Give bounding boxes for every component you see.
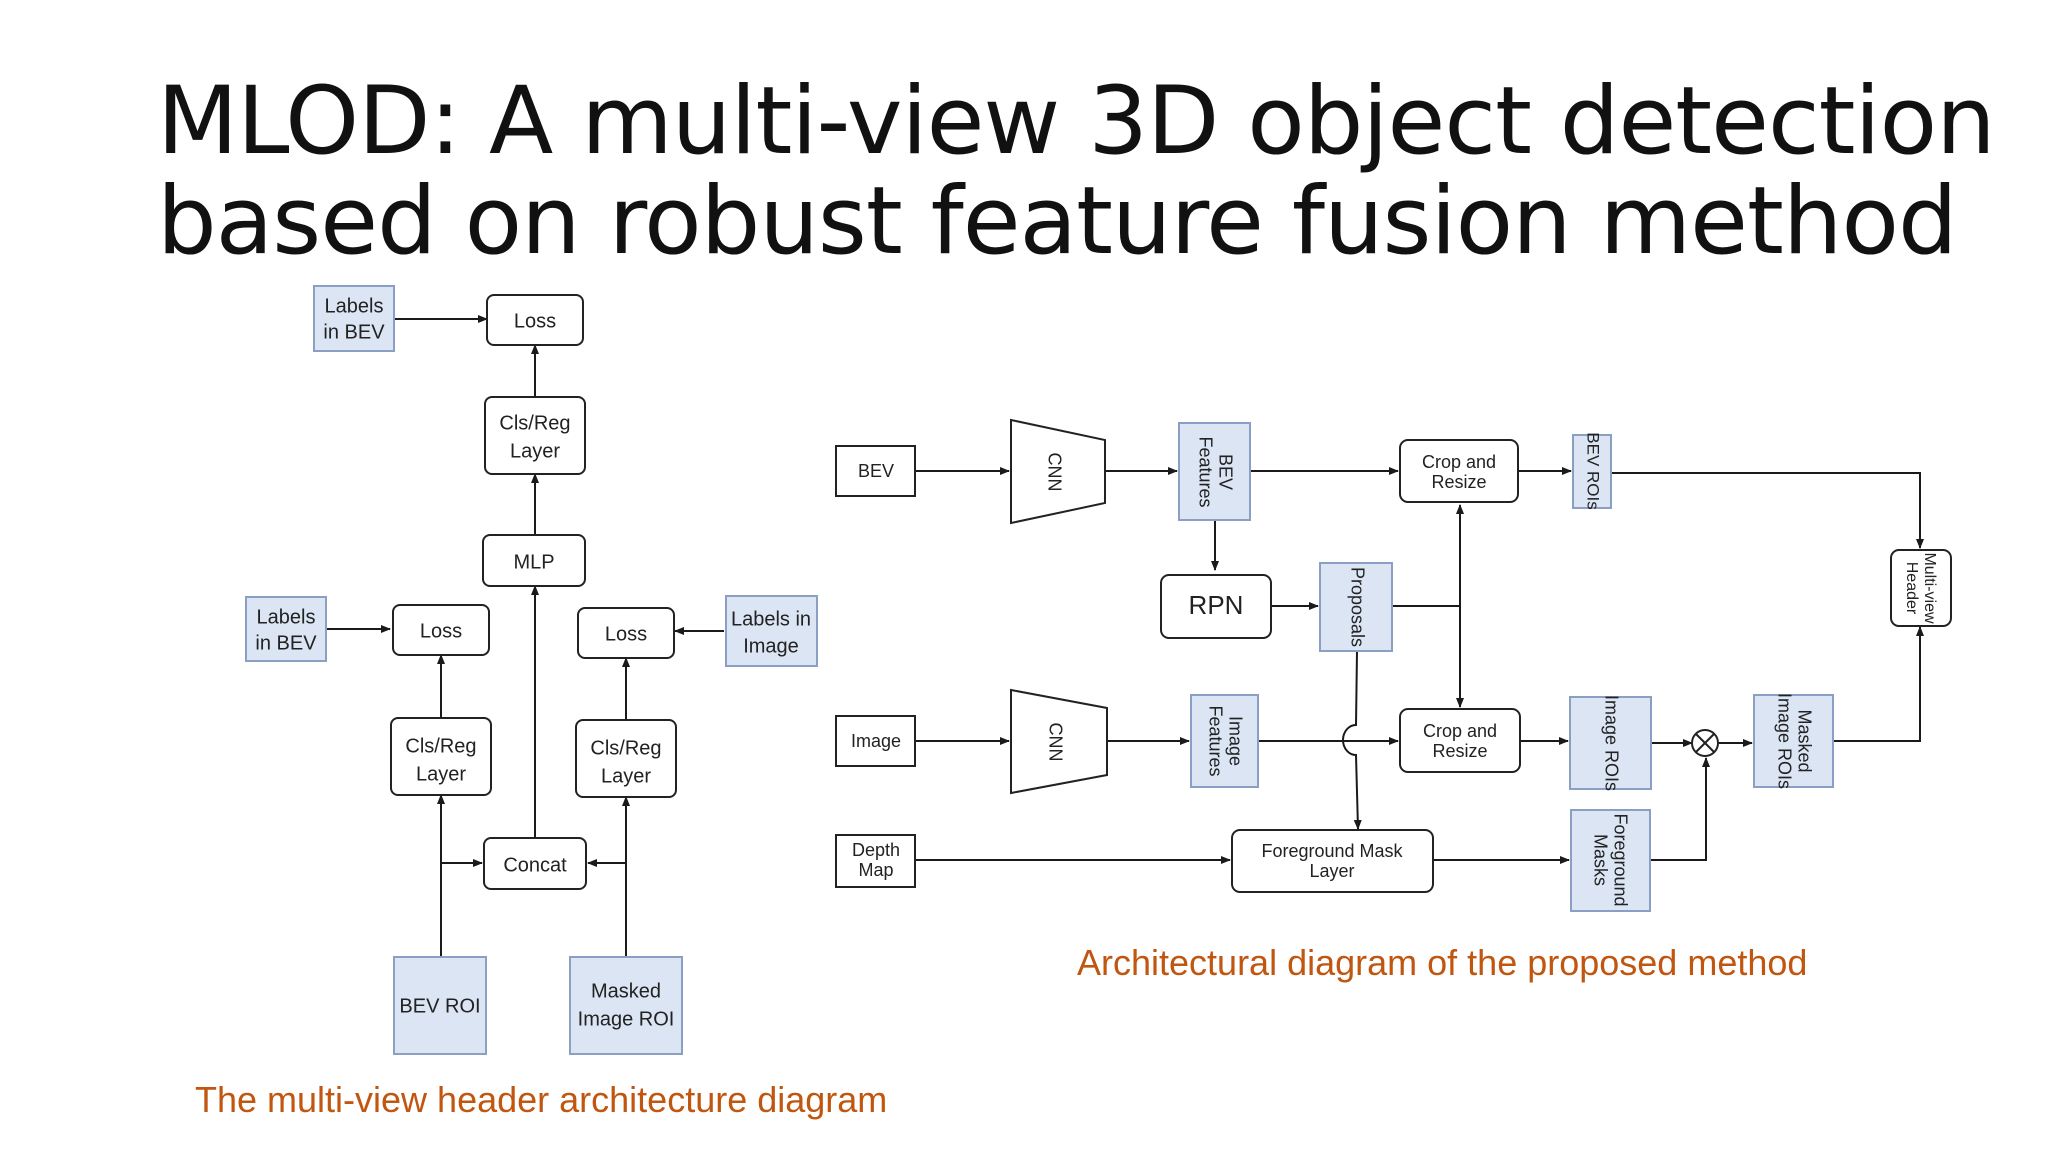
- node-clsreg-top-label-2: Layer: [510, 440, 560, 462]
- multiply-operator-icon: [1691, 729, 1719, 757]
- node-loss-left: Loss: [392, 604, 490, 656]
- node-depth-map-label-2: Map: [858, 860, 893, 880]
- node-cnn-bottom-label: CNN: [1045, 723, 1065, 762]
- node-masked-image-rois-label-1: Masked: [1794, 709, 1814, 772]
- proposed-method-diagram: BEV Image Depth Map CNN CNN BEV Features: [835, 418, 1952, 912]
- node-clsreg-left-label-1: Cls/Reg: [405, 735, 476, 757]
- node-foreground-mask-layer-label-2: Layer: [1309, 861, 1354, 881]
- node-masked-image-roi-label-2: Image ROI: [578, 1008, 675, 1030]
- node-crop-resize-bottom: Crop and Resize: [1399, 708, 1521, 773]
- edge-bev-rois-to-header: [1611, 472, 1924, 549]
- node-masked-image-roi-label-1: Masked: [591, 980, 661, 1002]
- left-diagram-caption: The multi-view header architecture diagr…: [195, 1079, 888, 1120]
- node-loss-right: Loss: [577, 607, 675, 659]
- node-masked-image-roi: Masked Image ROI: [569, 956, 683, 1055]
- node-foreground-masks-label-1: Foreground: [1610, 813, 1630, 906]
- node-depth-map-input: Depth Map: [835, 834, 916, 888]
- node-clsreg-right-label-1: Cls/Reg: [590, 737, 661, 759]
- node-clsreg-right-label-2: Layer: [601, 765, 651, 787]
- node-crop-resize-top-label-2: Resize: [1431, 472, 1486, 492]
- right-diagram-caption: Architectural diagram of the proposed me…: [1077, 942, 1808, 983]
- node-labels-bev-left: Labels in BEV: [245, 596, 327, 662]
- node-clsreg-right: Cls/Reg Layer: [575, 719, 677, 798]
- node-masked-image-rois-label-2: Image ROIs: [1774, 693, 1794, 789]
- multi-view-header-diagram: Loss Cls/Reg Layer MLP Loss Loss Cls/Reg…: [245, 285, 818, 1055]
- node-foreground-masks: Foreground Masks: [1570, 809, 1651, 912]
- node-cnn-top-label: CNN: [1044, 453, 1064, 492]
- node-cnn-top: CNN: [1010, 418, 1106, 525]
- node-clsreg-left-label-2: Layer: [416, 763, 466, 785]
- node-bev-input: BEV: [835, 445, 916, 497]
- node-image-features-label-2: Features: [1205, 705, 1225, 776]
- node-crop-resize-bottom-label-2: Resize: [1432, 741, 1487, 761]
- node-bev-roi-label: BEV ROI: [399, 995, 480, 1017]
- node-loss-top: Loss: [486, 294, 584, 346]
- node-image-input: Image: [835, 715, 916, 767]
- slide-title-line-1: MLOD: A multi-view 3D object detection: [157, 67, 1996, 176]
- node-bev-input-label: BEV: [858, 461, 894, 481]
- node-image-input-label: Image: [851, 731, 901, 751]
- node-multiview-header-label-1: Multi-view: [1921, 552, 1938, 624]
- node-bev-rois: BEV ROIs: [1572, 432, 1612, 510]
- node-loss-left-label: Loss: [420, 620, 462, 642]
- node-labels-image-label-2: Image: [743, 635, 799, 657]
- node-proposals-label: Proposals: [1347, 567, 1367, 647]
- node-labels-bev-top: Labels in BEV: [313, 285, 395, 352]
- node-labels-bev-left-label-1: Labels: [257, 606, 316, 628]
- node-masked-image-rois: Masked Image ROIs: [1753, 693, 1834, 789]
- node-depth-map-label-1: Depth: [852, 840, 900, 860]
- node-loss-top-label: Loss: [514, 310, 556, 332]
- node-clsreg-top: Cls/Reg Layer: [484, 396, 586, 475]
- node-labels-image-label-1: Labels in: [731, 608, 811, 630]
- node-labels-image: Labels in Image: [725, 595, 818, 667]
- node-rpn: RPN: [1160, 574, 1272, 639]
- node-foreground-masks-label-2: Masks: [1590, 834, 1610, 886]
- node-concat: Concat: [483, 837, 587, 890]
- node-labels-bev-left-label-2: in BEV: [255, 632, 317, 654]
- node-clsreg-left: Cls/Reg Layer: [390, 717, 492, 796]
- node-image-features: Image Features: [1190, 694, 1259, 788]
- right-diagram-edges: [915, 467, 1924, 864]
- node-bev-features: BEV Features: [1178, 422, 1251, 521]
- node-concat-label: Concat: [503, 854, 567, 876]
- node-multiview-header-label-2: Header: [1903, 562, 1920, 615]
- node-image-rois-label: Image ROIs: [1601, 695, 1621, 791]
- node-labels-bev-top-label-1: Labels: [325, 295, 384, 317]
- slide-title-line-2: based on robust feature fusion method: [157, 167, 1958, 276]
- node-image-features-label-1: Image: [1225, 716, 1245, 766]
- node-mlp: MLP: [482, 534, 586, 587]
- node-bev-rois-label: BEV ROIs: [1584, 432, 1603, 509]
- node-image-rois: Image ROIs: [1569, 695, 1652, 791]
- node-crop-resize-top: Crop and Resize: [1399, 439, 1519, 503]
- node-labels-bev-top-label-2: in BEV: [323, 321, 385, 343]
- node-foreground-mask-layer-label-1: Foreground Mask: [1261, 841, 1403, 861]
- node-rpn-label: RPN: [1189, 590, 1244, 620]
- node-bev-features-label-2: Features: [1195, 436, 1215, 507]
- node-crop-resize-bottom-label-1: Crop and: [1423, 721, 1497, 741]
- node-bev-roi: BEV ROI: [393, 956, 487, 1055]
- node-loss-right-label: Loss: [605, 623, 647, 645]
- node-foreground-mask-layer: Foreground Mask Layer: [1231, 829, 1434, 893]
- edge-masked-rois-to-header: [1833, 626, 1924, 742]
- node-clsreg-top-label-1: Cls/Reg: [499, 412, 570, 434]
- edge-masks-to-multiply: [1650, 757, 1710, 861]
- node-bev-features-label-1: BEV: [1215, 454, 1235, 490]
- node-multiview-header: Multi-view Header: [1890, 549, 1952, 627]
- node-mlp-label: MLP: [513, 551, 554, 573]
- node-cnn-bottom: CNN: [1010, 688, 1108, 795]
- left-diagram-edges: [326, 315, 724, 957]
- slide-title: MLOD: A multi-view 3D object detection b…: [157, 72, 2017, 272]
- node-crop-resize-top-label-1: Crop and: [1422, 452, 1496, 472]
- node-proposals: Proposals: [1319, 562, 1393, 652]
